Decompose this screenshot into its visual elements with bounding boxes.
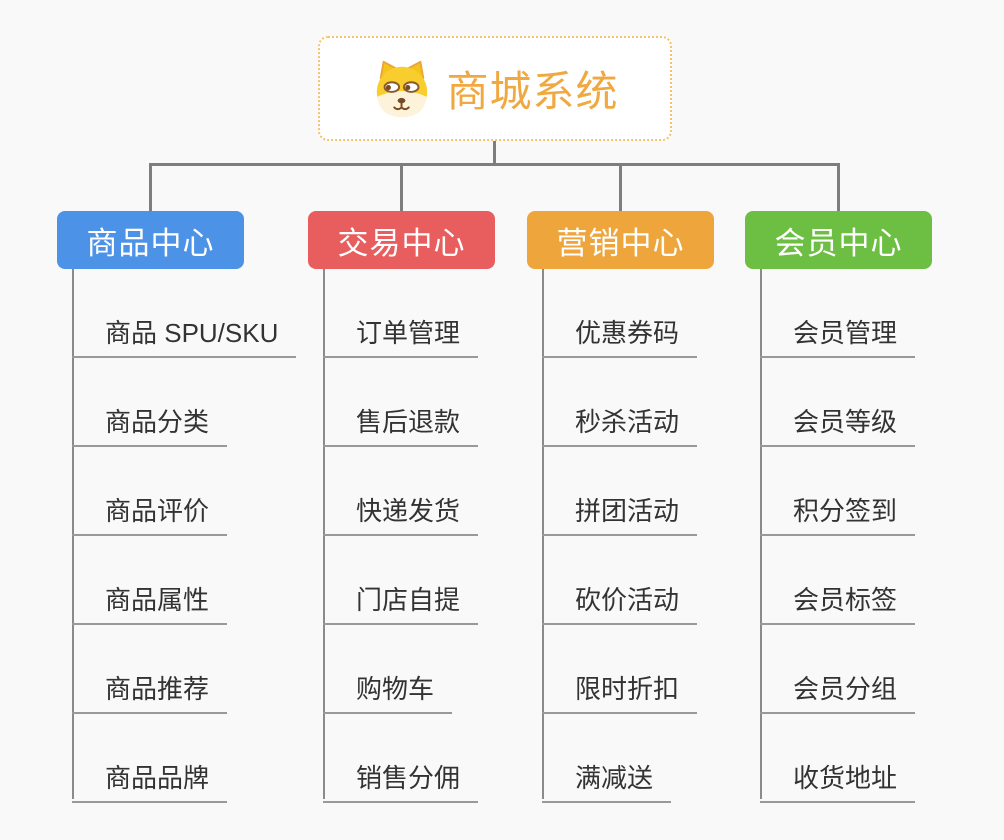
child-node[interactable]: 收货地址 (760, 714, 916, 803)
child-node-label: 商品 SPU/SKU (105, 318, 279, 348)
child-node-label: 秒杀活动 (575, 407, 680, 437)
child-node[interactable]: 拼团活动 (542, 447, 698, 536)
connector-drop-trade (400, 163, 403, 211)
child-node-label: 积分签到 (793, 496, 898, 526)
branch-label: 商品中心 (86, 225, 215, 261)
child-node-label: 商品属性 (105, 585, 210, 615)
child-node[interactable]: 秒杀活动 (542, 358, 698, 447)
child-node[interactable]: 砍价活动 (542, 536, 698, 625)
child-node-label: 砍价活动 (575, 585, 680, 615)
child-node-label: 快递发货 (356, 496, 461, 526)
connector-drop-goods (149, 163, 152, 211)
child-node[interactable]: 会员标签 (760, 536, 916, 625)
branch-label: 营销中心 (556, 225, 685, 261)
branch-label: 会员中心 (774, 225, 903, 261)
child-node-label: 限时折扣 (575, 674, 680, 704)
child-node-label: 满减送 (575, 763, 654, 793)
child-node[interactable]: 会员分组 (760, 625, 916, 714)
child-node[interactable]: 满减送 (542, 714, 672, 803)
child-node-label: 会员管理 (793, 318, 898, 348)
child-node-label: 门店自提 (356, 585, 461, 615)
child-node-label: 优惠券码 (575, 318, 680, 348)
branch-node-trade-center[interactable]: 交易中心 (308, 211, 495, 269)
child-node[interactable]: 商品推荐 (72, 625, 228, 714)
connector-horizontal-rail (149, 163, 840, 166)
child-node-label: 会员等级 (793, 407, 898, 437)
child-node-label: 商品品牌 (105, 763, 210, 793)
branch-node-marketing-center[interactable]: 营销中心 (527, 211, 714, 269)
child-node-label: 销售分佣 (356, 763, 461, 793)
child-node-label: 会员分组 (793, 674, 898, 704)
child-node-label: 会员标签 (793, 585, 898, 615)
child-node[interactable]: 商品 SPU/SKU (72, 269, 297, 358)
branch-node-member-center[interactable]: 会员中心 (745, 211, 932, 269)
child-node-label: 商品评价 (105, 496, 210, 526)
branch-label: 交易中心 (337, 225, 466, 261)
child-node[interactable]: 限时折扣 (542, 625, 698, 714)
branch-children-goods: 商品 SPU/SKU 商品分类 商品评价 商品属性 商品推荐 商品品牌 (72, 269, 297, 803)
child-node[interactable]: 积分签到 (760, 447, 916, 536)
child-node[interactable]: 快递发货 (323, 447, 479, 536)
child-node[interactable]: 会员管理 (760, 269, 916, 358)
child-node[interactable]: 销售分佣 (323, 714, 479, 803)
root-node[interactable]: 商城系统 (318, 36, 672, 141)
child-node-label: 订单管理 (356, 318, 461, 348)
child-node[interactable]: 会员等级 (760, 358, 916, 447)
branch-node-goods-center[interactable]: 商品中心 (57, 211, 244, 269)
child-node[interactable]: 商品属性 (72, 536, 228, 625)
connector-root-stub (493, 141, 496, 166)
child-node[interactable]: 门店自提 (323, 536, 479, 625)
child-node-label: 购物车 (356, 674, 435, 704)
child-node-label: 收货地址 (793, 763, 898, 793)
child-node-label: 售后退款 (356, 407, 461, 437)
child-node-label: 商品推荐 (105, 674, 210, 704)
branch-children-trade: 订单管理 售后退款 快递发货 门店自提 购物车 销售分佣 (323, 269, 479, 803)
child-node[interactable]: 购物车 (323, 625, 453, 714)
child-node[interactable]: 商品分类 (72, 358, 228, 447)
child-node-label: 商品分类 (105, 407, 210, 437)
child-node[interactable]: 商品品牌 (72, 714, 228, 803)
connector-drop-member (837, 163, 840, 211)
branch-children-member: 会员管理 会员等级 积分签到 会员标签 会员分组 收货地址 (760, 269, 916, 803)
child-node[interactable]: 订单管理 (323, 269, 479, 358)
root-title: 商城系统 (446, 68, 619, 115)
branch-children-marketing: 优惠券码 秒杀活动 拼团活动 砍价活动 限时折扣 满减送 (542, 269, 698, 803)
shiba-dog-icon (371, 58, 433, 120)
child-node-label: 拼团活动 (575, 496, 680, 526)
connector-drop-marketing (619, 163, 622, 211)
child-node[interactable]: 优惠券码 (542, 269, 698, 358)
child-node[interactable]: 售后退款 (323, 358, 479, 447)
child-node[interactable]: 商品评价 (72, 447, 228, 536)
